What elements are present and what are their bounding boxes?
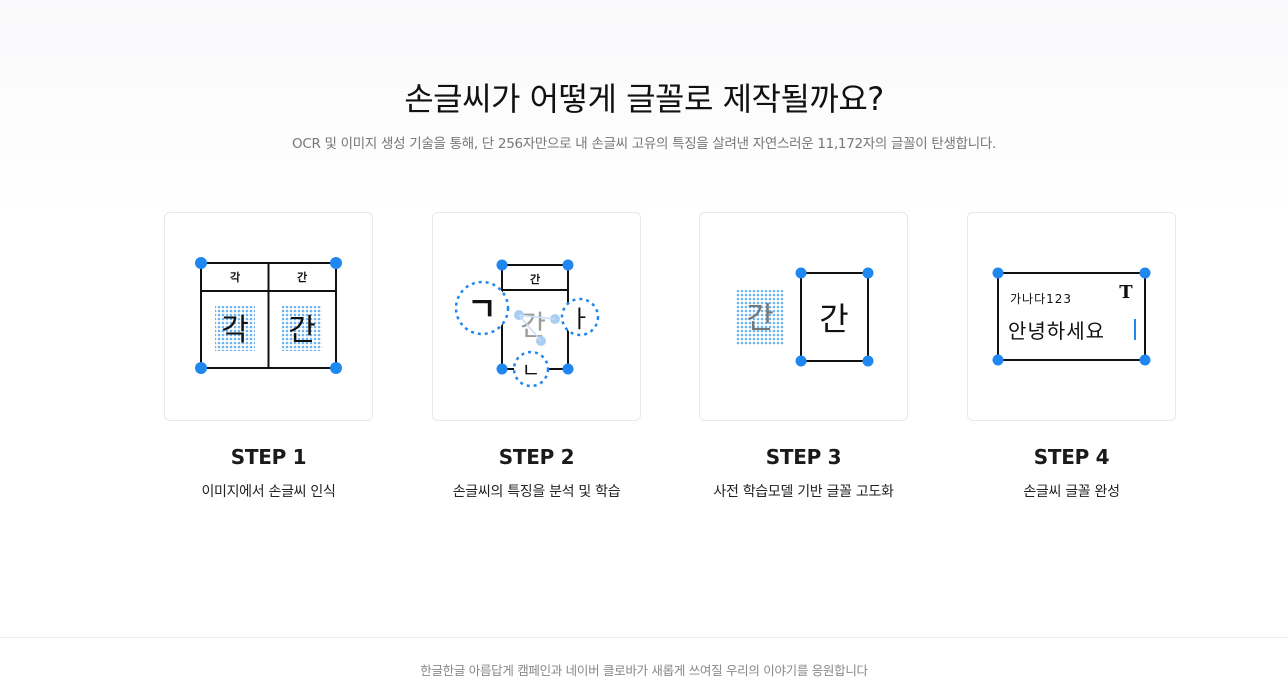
part-circle-1 xyxy=(454,280,510,336)
handle-dot xyxy=(795,267,807,279)
handle-dot xyxy=(562,363,574,375)
page-title: 손글씨가 어떻게 글꼴로 제작될까요? xyxy=(404,80,884,118)
page-subtitle: OCR 및 이미지 생성 기술을 통해, 단 256자만으로 내 손글씨 고유의… xyxy=(292,136,996,152)
step-2-illustration: 간 간 ㄱ ㅏ ㄴ xyxy=(454,259,600,388)
handle-dot xyxy=(330,257,342,269)
handle-dot xyxy=(862,267,874,279)
step-4-description: 손글씨 글꼴 완성 xyxy=(1023,484,1120,500)
footer-text: 한글한글 아름답게 캠페인과 네이버 클로바가 새롭게 쓰여질 우리의 이야기를… xyxy=(420,663,868,678)
pattern-box-1 xyxy=(215,306,255,351)
cell-label-1: 각 xyxy=(230,270,240,284)
step-1-card: 각 간 각 간 xyxy=(164,212,373,421)
sample-line-2: 안녕하세요 xyxy=(1008,319,1105,343)
part-char-2: ㅏ xyxy=(569,305,591,333)
step-3: 간 간 STEP 3 사전 학습모델 기반 글꼴 고도화 xyxy=(699,212,908,501)
pattern-box-2 xyxy=(282,306,322,351)
cell-label: 간 xyxy=(530,272,540,286)
step-1-illustration: 각 간 각 간 xyxy=(195,257,342,374)
handle-dot xyxy=(496,363,508,375)
step-3-illustration: 간 간 xyxy=(736,267,874,367)
step-4-illustration: 가나다123 T 안녕하세요 xyxy=(992,267,1151,366)
handle-dot xyxy=(992,267,1004,279)
step-3-card: 간 간 xyxy=(699,212,908,421)
pattern-box xyxy=(736,290,784,345)
refined-char: 간 xyxy=(819,300,848,338)
handle-dot xyxy=(195,362,207,374)
handle-dot xyxy=(496,259,508,271)
type-tool-icon: T xyxy=(1119,282,1133,303)
handle-dot xyxy=(992,354,1004,366)
handle-dot xyxy=(862,355,874,367)
step-2-description: 손글씨의 특징을 분석 및 학습 xyxy=(452,484,621,500)
cell-label-2: 간 xyxy=(297,270,307,284)
handle-dot xyxy=(1139,267,1151,279)
handle-dot xyxy=(330,362,342,374)
handwritten-char-2: 간 xyxy=(288,313,316,348)
step-1-description: 이미지에서 손글씨 인식 xyxy=(201,484,336,500)
handle-dot xyxy=(1139,354,1151,366)
steps-section: 각 간 각 간 STEP 1 이미지에서 손글씨 인식 xyxy=(164,212,1176,512)
step-4-title: STEP 4 xyxy=(1033,445,1110,469)
part-char-1: ㄱ xyxy=(467,290,496,328)
step-2-title: STEP 2 xyxy=(498,445,575,469)
part-circle-3 xyxy=(512,350,550,388)
part-circle-2 xyxy=(560,297,600,337)
handle-dot xyxy=(795,355,807,367)
part-char-3: ㄴ xyxy=(522,358,540,382)
step-1: 각 간 각 간 STEP 1 이미지에서 손글씨 인식 xyxy=(164,212,373,501)
handwritten-char-1: 각 xyxy=(221,313,249,348)
footer-divider xyxy=(0,637,1288,638)
step-1-title: STEP 1 xyxy=(230,445,307,469)
step-3-description: 사전 학습모델 기반 글꼴 고도화 xyxy=(713,484,894,500)
source-char: 간 xyxy=(746,301,774,336)
sample-line-1: 가나다123 xyxy=(1010,292,1072,306)
step-4: 가나다123 T 안녕하세요 STEP 4 손글씨 글꼴 완성 xyxy=(967,212,1176,501)
handle-dot xyxy=(195,257,207,269)
handle-dot xyxy=(562,259,574,271)
step-2: 간 간 ㄱ ㅏ ㄴ xyxy=(432,212,641,501)
step-4-card: 가나다123 T 안녕하세요 xyxy=(967,212,1176,421)
step-3-title: STEP 3 xyxy=(765,445,842,469)
step-2-card: 간 간 ㄱ ㅏ ㄴ xyxy=(432,212,641,421)
